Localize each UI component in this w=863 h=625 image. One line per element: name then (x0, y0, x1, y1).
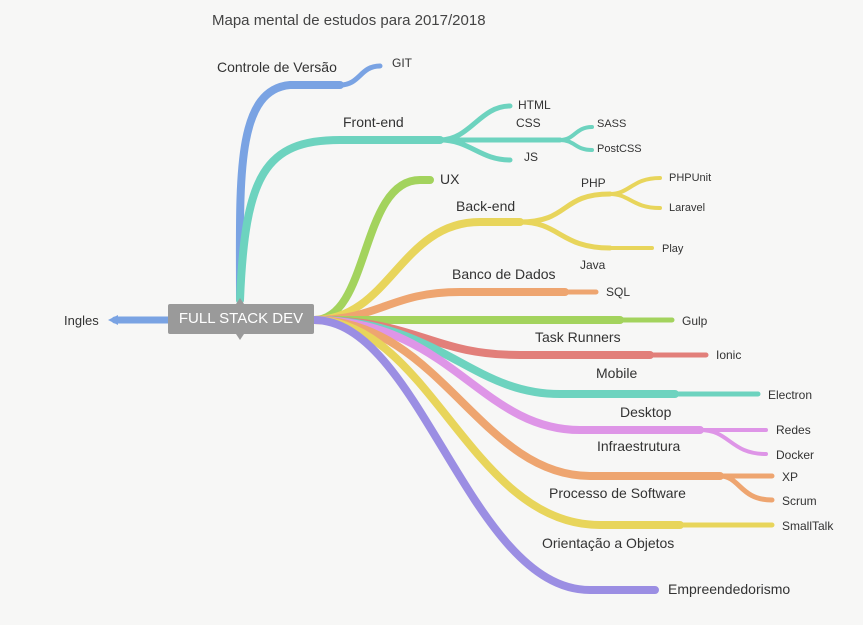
branch-scrum (717, 473, 775, 503)
root-top-caret (236, 298, 244, 304)
branch-front-end (236, 136, 444, 304)
label-git: GIT (392, 56, 413, 70)
label-php: PHP (581, 176, 606, 190)
label-sql: SQL (606, 285, 630, 299)
label-smalltalk: SmallTalk (782, 519, 834, 533)
branch-postcss (558, 138, 594, 152)
branch-java (517, 219, 613, 251)
label-ionic: Ionic (716, 348, 741, 362)
label-controle-versao: Controle de Versão (217, 59, 337, 75)
branch-html (437, 103, 513, 143)
label-processo-software: Processo de Software (549, 485, 686, 501)
arrow-ingles (108, 315, 118, 325)
label-front-end: Front-end (343, 114, 404, 130)
label-html: HTML (518, 98, 551, 112)
branch-processo-software (310, 316, 684, 529)
branch-phpunit (608, 176, 662, 196)
label-postcss: PostCSS (597, 143, 642, 155)
label-redes: Redes (776, 423, 811, 437)
branch-sass (558, 125, 594, 142)
label-docker: Docker (776, 448, 814, 462)
label-xp: XP (782, 470, 798, 484)
label-infraestrutura: Infraestrutura (597, 438, 680, 454)
branch-js (437, 137, 513, 163)
label-laravel: Laravel (669, 202, 705, 214)
root-bottom-caret (236, 334, 244, 340)
label-desktop: Desktop (620, 404, 672, 420)
label-orientacao-objetos: Orientação a Objetos (542, 535, 674, 551)
label-empreendedorismo: Empreendedorismo (668, 581, 790, 597)
label-phpunit: PHPUnit (669, 172, 711, 184)
label-ux: UX (440, 171, 460, 187)
label-play: Play (662, 243, 684, 255)
root-node-label: FULL STACK DEV (178, 310, 304, 327)
branch-php (517, 191, 613, 225)
label-css: CSS (516, 116, 541, 130)
label-java: Java (580, 258, 606, 272)
branch-git (337, 63, 383, 88)
label-back-end: Back-end (456, 198, 515, 214)
branch-ux (310, 176, 434, 324)
root-node (168, 304, 314, 334)
branch-infraestrutura (310, 316, 724, 480)
branch-docker (698, 428, 768, 456)
branch-orientacao-objetos (310, 316, 659, 594)
label-ingles: Ingles (64, 313, 99, 328)
label-mobile: Mobile (596, 365, 637, 381)
branch-laravel (608, 192, 662, 210)
label-electron: Electron (768, 388, 812, 402)
page-title: Mapa mental de estudos para 2017/2018 (212, 12, 486, 29)
label-js: JS (524, 150, 538, 164)
label-task-runners: Task Runners (535, 329, 621, 345)
label-gulp: Gulp (682, 314, 708, 328)
label-banco-dados: Banco de Dados (452, 266, 556, 282)
label-scrum: Scrum (782, 494, 817, 508)
label-sass: SASS (597, 118, 626, 130)
